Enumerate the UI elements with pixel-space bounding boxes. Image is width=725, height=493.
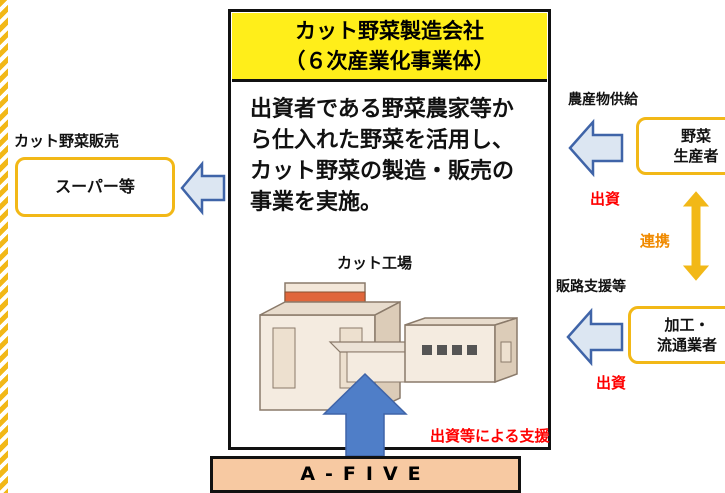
- company-title-line1: カット野菜製造会社: [295, 19, 484, 43]
- investment-label-bottom: 出資: [596, 374, 627, 392]
- arrow-left-to-supermarket-icon: [180, 160, 226, 216]
- factory-window: [272, 327, 296, 389]
- processor-distributor-line2: 流通業者: [656, 336, 717, 354]
- vegetable-producer-box: 野菜 生産者: [636, 117, 725, 175]
- support-label: 出資等による支援: [430, 427, 550, 445]
- left-decorative-stripe: [0, 0, 8, 493]
- factory-label: カット工場: [337, 254, 413, 272]
- processor-distributor-line1: 加工・: [664, 316, 710, 334]
- factory-wing: [404, 324, 496, 383]
- supermarket-box: スーパー等: [15, 157, 175, 217]
- cut-vegetable-sales-label: カット野菜販売: [14, 132, 120, 150]
- processor-distributor-box: 加工・ 流通業者: [628, 306, 725, 364]
- company-description: 出資者である野菜農家等から仕入れた野菜を活用し、カット野菜の製造・販売の事業を実…: [250, 97, 515, 215]
- produce-supply-label: 農産物供給: [568, 92, 638, 108]
- factory-small-window: [467, 345, 477, 355]
- arrow-from-processors-icon: [566, 307, 624, 367]
- vegetable-producer-line1: 野菜: [680, 127, 711, 145]
- factory-small-window: [452, 345, 462, 355]
- factory-door: [500, 341, 512, 363]
- vegetable-producer-line2: 生産者: [673, 147, 719, 165]
- company-title-line2: （６次産業化事業体）: [284, 49, 495, 73]
- factory-small-window: [437, 345, 447, 355]
- investment-label-top: 出資: [590, 190, 621, 208]
- factory-illustration: [259, 282, 518, 412]
- link-label: 連携: [640, 232, 671, 250]
- support-up-arrow-icon: [322, 372, 408, 456]
- factory-entrance: [346, 351, 406, 383]
- afive-box: A-FIVE: [210, 456, 521, 493]
- link-double-arrow-icon: [682, 191, 710, 281]
- sales-support-label: 販路支援等: [556, 279, 626, 295]
- company-title: カット野菜製造会社 （６次産業化事業体）: [232, 13, 547, 82]
- factory-small-window: [422, 345, 432, 355]
- arrow-from-farmers-icon: [568, 118, 624, 178]
